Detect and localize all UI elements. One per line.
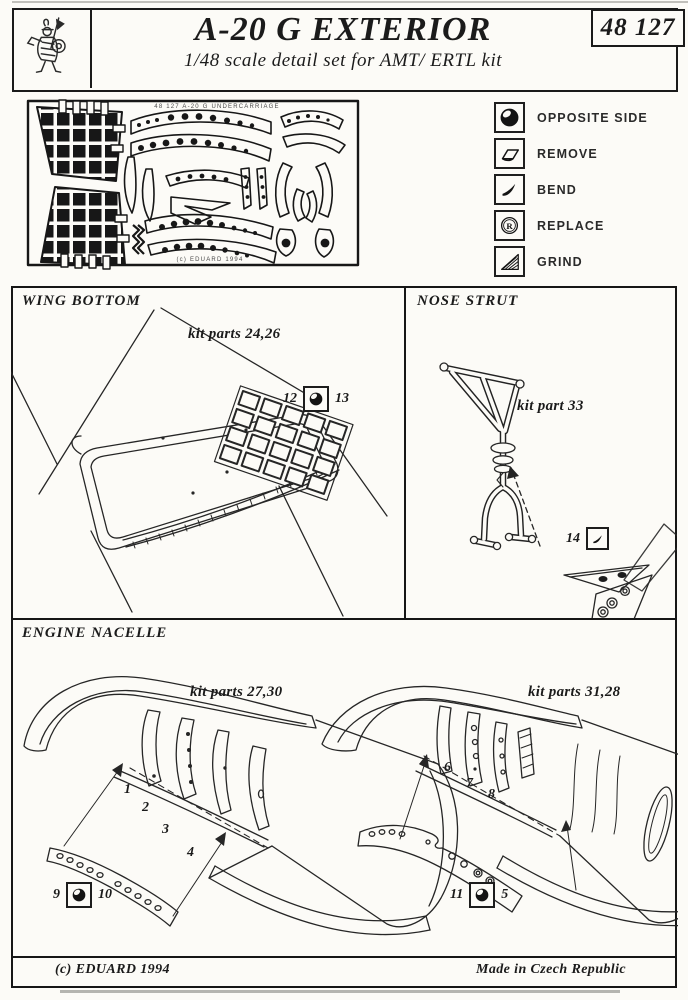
- legend: OPPOSITE SIDE REMOVE BEND R REPLACE: [494, 102, 678, 284]
- eduard-knight-logo: [26, 17, 66, 73]
- nacelle-right: [321, 685, 678, 927]
- header-box: [12, 8, 678, 92]
- footer-made-in: Made in Czech Republic: [476, 962, 626, 977]
- rib-number-7: 7: [466, 776, 473, 791]
- rib-number-2: 2: [142, 800, 149, 815]
- section-divider-horizontal-2: [11, 956, 677, 958]
- legend-row: BEND: [494, 174, 678, 205]
- nose-part-marker: 14: [566, 527, 609, 550]
- ghost-kit-part: [623, 523, 677, 592]
- section-divider-horizontal-1: [11, 618, 677, 620]
- wing-kit-parts-label: kit parts 24,26: [188, 326, 281, 342]
- nacelle-left: [23, 676, 459, 936]
- wing-bottom-title: WING BOTTOM: [22, 293, 141, 309]
- legend-row: GRIND: [494, 246, 678, 277]
- part-number-9: 9: [53, 887, 60, 902]
- fret-etched-text-bottom: (c) EDUARD 1994: [176, 257, 243, 263]
- part-number-12: 12: [283, 391, 297, 406]
- etched-plate-parts: [563, 564, 653, 618]
- waffle-panel: [213, 385, 354, 501]
- nose-kit-part-label: kit part 33: [517, 398, 584, 414]
- nose-strut-drawing: [439, 362, 677, 618]
- opposite-side-icon: [469, 882, 496, 908]
- scan-artifact-bottom: [60, 990, 620, 993]
- rib-number-4: 4: [187, 845, 194, 860]
- part-number-13: 13: [335, 391, 349, 406]
- part-number-14: 14: [566, 530, 580, 546]
- curved-bracket-parts: [274, 110, 346, 258]
- nacelle-right-strip: [357, 824, 523, 913]
- photo-etch-fret-drawing: 48 127 A-20 G UNDERCARRIAGE (c) EDUARD 1…: [26, 99, 360, 270]
- small-blade-parts: [123, 156, 268, 255]
- rib-number-1: 1: [124, 782, 131, 797]
- legend-label: REMOVE: [537, 146, 598, 161]
- legend-label: REPLACE: [537, 218, 605, 233]
- perforated-strip-parts: [130, 109, 272, 162]
- bend-icon: [586, 527, 609, 550]
- opposite-side-icon: [66, 882, 92, 908]
- legend-label: BEND: [537, 182, 577, 197]
- nacelle-left-ribs: [141, 709, 270, 831]
- grind-icon: [494, 246, 525, 277]
- opposite-side-icon: [494, 102, 525, 133]
- nacelle-right-ribs: [436, 705, 535, 793]
- engine-nacelle-drawing: [23, 676, 678, 936]
- legend-label: OPPOSITE SIDE: [537, 110, 648, 125]
- page-title: A-20 G EXTERIOR: [194, 11, 492, 48]
- legend-row: REMOVE: [494, 138, 678, 169]
- engine-nacelle-title: ENGINE NACELLE: [22, 625, 168, 641]
- part-number-10: 10: [98, 887, 112, 902]
- fret-etched-text-top: 48 127 A-20 G UNDERCARRIAGE: [154, 104, 279, 110]
- header-title-wrap: A-20 G EXTERIOR 1/48 scale detail set fo…: [12, 12, 674, 72]
- part-number-11: 11: [450, 887, 464, 902]
- nacelle-right-kit-parts-label: kit parts 31,28: [528, 684, 621, 700]
- set-number: 48 127: [600, 14, 676, 41]
- logo-box: [12, 8, 92, 88]
- part-number-5: 5: [501, 887, 509, 902]
- replace-icon: R: [494, 210, 525, 241]
- opposite-side-icon: [303, 386, 329, 412]
- rib-number-3: 3: [162, 822, 169, 837]
- wing-part-marker: 12 13: [283, 386, 349, 412]
- bend-icon: [494, 174, 525, 205]
- rib-number-8: 8: [488, 787, 495, 802]
- legend-row: R REPLACE: [494, 210, 678, 241]
- nacelle-left-kit-parts-label: kit parts 27,30: [190, 684, 283, 700]
- lower-perforated-strips: [144, 213, 277, 264]
- nacelle-left-strip: [46, 847, 179, 927]
- content-frame: [11, 286, 677, 988]
- fret-frame: [26, 99, 360, 267]
- legend-label: GRIND: [537, 254, 583, 269]
- waffle-grille-parts: [36, 99, 130, 270]
- set-number-box: 48 127: [591, 9, 685, 47]
- footer-copyright: (c) EDUARD 1994: [55, 962, 170, 977]
- nose-strut-title: NOSE STRUT: [417, 293, 519, 309]
- arrow-to-strut: [507, 466, 541, 547]
- rib-number-6: 6: [444, 760, 451, 775]
- scan-artifact-top: [12, 1, 688, 3]
- section-divider-vertical: [404, 286, 406, 618]
- nacelle-right-part-marker: 11 5: [450, 882, 508, 908]
- nacelle-left-part-marker: 9 10: [53, 882, 112, 908]
- remove-icon: [494, 138, 525, 169]
- page-subtitle: 1/48 scale detail set for AMT/ ERTL kit: [183, 49, 503, 71]
- svg-text:R: R: [506, 221, 513, 231]
- wing-bottom-drawing: [11, 307, 388, 617]
- legend-row: OPPOSITE SIDE: [494, 102, 678, 133]
